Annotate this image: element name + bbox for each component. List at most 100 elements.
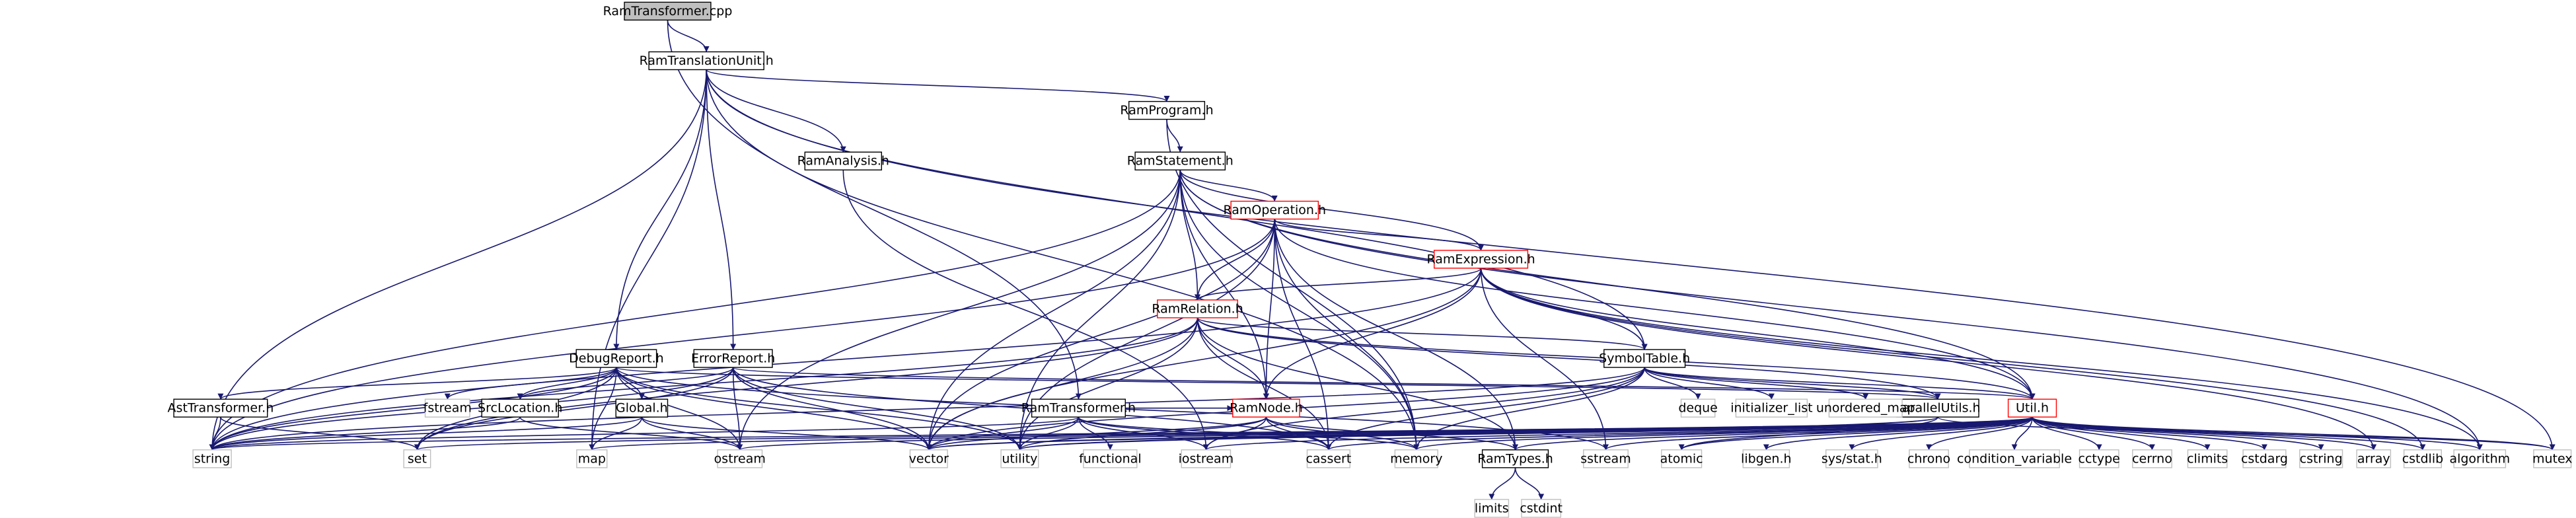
- node-box-RamExpression_h: [1434, 250, 1529, 269]
- node-label-AstTransformer_h: AstTransformer.h: [168, 401, 274, 416]
- node-label-array: array: [2357, 451, 2390, 466]
- node-box-memory: [1394, 449, 1438, 468]
- edge-RamExpression_h-to-RamRelation_h: [1195, 268, 1482, 301]
- node-Global_h[interactable]: Global.h: [615, 398, 669, 418]
- edge-RamAnalysis_h-to-iostream: [842, 170, 1209, 451]
- node-label-Util_h: Util.h: [2016, 401, 2049, 416]
- node-label-map: map: [578, 451, 606, 466]
- node-RamAnalysis_h[interactable]: RamAnalysis.h: [797, 151, 889, 170]
- node-RamProgram_h[interactable]: RamProgram.h: [1120, 100, 1214, 120]
- edge-Util_h-to-cctype: [2032, 417, 2102, 451]
- edge-RamTranslationUnit_h-to-map: [589, 69, 707, 451]
- node-label-deque: deque: [1678, 401, 1718, 416]
- node-box-set: [403, 449, 431, 468]
- node-label-RamTransformer_h: RamTransformer.h: [1021, 401, 1136, 416]
- edge-DebugReport_h-to-ParallelUtils_h: [616, 367, 1940, 400]
- node-box-RamTypes_h: [1481, 449, 1549, 468]
- edge-RamRelation_h-to-string: [209, 317, 1198, 451]
- node-RamTypes_h[interactable]: RamTypes.h: [1477, 449, 1553, 468]
- node-label-Global_h: Global.h: [616, 401, 668, 416]
- node-label-RamRelation_h: RamRelation.h: [1152, 301, 1243, 316]
- edge-Util_h-to-utility: [1017, 416, 2033, 451]
- edge-Util_h-to-RamTypes_h: [1512, 416, 2033, 451]
- node-box-chrono: [1909, 449, 1949, 468]
- node-Util_h[interactable]: Util.h: [2007, 398, 2057, 418]
- node-functional: functional: [1079, 449, 1142, 468]
- edge-RamOperation_h-to-Util_h: [1274, 219, 2036, 400]
- node-RamExpression_h[interactable]: RamExpression.h: [1427, 250, 1535, 269]
- edge-RamOperation_h-to-RamNode_h: [1263, 219, 1276, 400]
- edge-RamRelation_h-to-cassert: [1196, 317, 1332, 451]
- node-cerrno: cerrno: [2132, 449, 2172, 468]
- node-box-cstdlib: [2403, 449, 2442, 468]
- edge-ErrorReport_h-to-string: [209, 367, 734, 451]
- node-RamTransformer_cpp[interactable]: RamTransformer.cpp: [603, 1, 733, 21]
- node-box-Global_h: [615, 398, 669, 418]
- edge-RamTranslationUnit_h-to-RamProgram_h: [706, 69, 1170, 102]
- node-label-fstream: fstream: [423, 401, 472, 416]
- edge-RamStatement_h-to-utility: [1016, 170, 1181, 451]
- node-box-cctype: [2079, 449, 2119, 468]
- node-set: set: [403, 449, 431, 468]
- edge-RamTranslationUnit_h-to-memory: [706, 69, 1420, 451]
- node-RamTranslationUnit_h[interactable]: RamTranslationUnit.h: [640, 51, 774, 71]
- node-box-ostream: [717, 449, 763, 468]
- edge-RamRelation_h-to-vector: [926, 317, 1198, 451]
- edge-layer: [209, 20, 2556, 500]
- node-RamRelation_h[interactable]: RamRelation.h: [1152, 299, 1243, 318]
- node-box-SrcLocation_h: [481, 398, 559, 418]
- node-box-algorithm: [2453, 449, 2507, 468]
- node-box-RamTranslationUnit_h: [648, 51, 764, 71]
- edge-RamStatement_h-to-RamNode_h: [1179, 170, 1269, 400]
- node-box-climits: [2187, 449, 2228, 468]
- node-RamNode_h[interactable]: RamNode.h: [1230, 398, 1303, 418]
- node-label-ostream: ostream: [714, 451, 766, 466]
- node-ParallelUtils_h[interactable]: ParallelUtils.h: [1895, 398, 1981, 418]
- node-SrcLocation_h[interactable]: SrcLocation.h: [478, 398, 562, 418]
- node-box-initializer_list: [1735, 398, 1808, 418]
- node-label-chrono: chrono: [1907, 451, 1950, 466]
- node-label-atomic: atomic: [1660, 451, 1703, 466]
- node-box-RamProgram_h: [1128, 100, 1206, 120]
- node-label-SymbolTable_h: SymbolTable.h: [1599, 352, 1690, 366]
- edge-RamTranslationUnit_h-to-ErrorReport_h: [706, 69, 737, 350]
- node-label-DebugReport_h: DebugReport.h: [569, 352, 664, 366]
- edge-DebugReport_h-to-AstTransformer_h: [217, 367, 617, 400]
- edge-SymbolTable_h-to-Util_h: [1644, 367, 2036, 400]
- node-label-condition_variable: condition_variable: [1957, 451, 2072, 466]
- edge-AstTransformer_h-to-set: [220, 416, 420, 451]
- node-label-RamStatement_h: RamStatement.h: [1127, 154, 1233, 168]
- node-label-mutex: mutex: [2532, 451, 2573, 466]
- edge-Util_h-to-chrono: [1926, 416, 2033, 451]
- edge-Util_h-to-mutex: [2032, 416, 2556, 451]
- node-AstTransformer_h[interactable]: AstTransformer.h: [168, 398, 274, 418]
- node-box-iostream: [1181, 449, 1232, 468]
- node-box-RamOperation_h: [1230, 200, 1319, 220]
- node-box-limits: [1474, 499, 1510, 518]
- node-RamTransformer_h[interactable]: RamTransformer.h: [1021, 398, 1136, 418]
- node-label-RamNode_h: RamNode.h: [1230, 401, 1303, 416]
- edge-Util_h-to-atomic: [1678, 416, 2033, 451]
- edge-DebugReport_h-to-fstream: [444, 367, 617, 400]
- node-DebugReport_h[interactable]: DebugReport.h: [569, 349, 664, 368]
- node-box-ErrorReport_h: [693, 349, 773, 368]
- node-label-climits: climits: [2187, 451, 2228, 466]
- node-label-SrcLocation_h: SrcLocation.h: [478, 401, 562, 416]
- edge-RamTranslationUnit_h-to-RamAnalysis_h: [706, 69, 846, 153]
- node-box-string: [192, 449, 232, 468]
- node-SymbolTable_h[interactable]: SymbolTable.h: [1599, 349, 1690, 368]
- node-box-DebugReport_h: [575, 349, 657, 368]
- node-string: string: [192, 449, 232, 468]
- node-box-fstream: [424, 398, 470, 418]
- node-layer: RamTransformer.cppRamTranslationUnit.hRa…: [168, 1, 2573, 518]
- node-RamOperation_h[interactable]: RamOperation.h: [1223, 200, 1326, 220]
- node-fstream: fstream: [423, 398, 472, 418]
- node-box-ParallelUtils_h: [1896, 398, 1979, 418]
- node-box-RamTransformer_cpp: [624, 1, 712, 21]
- node-ErrorReport_h[interactable]: ErrorReport.h: [691, 349, 775, 368]
- edge-DebugReport_h-to-string: [209, 367, 617, 451]
- node-label-cstdlib: cstdlib: [2402, 451, 2443, 466]
- edge-RamOperation_h-to-vector: [926, 219, 1276, 451]
- node-RamStatement_h[interactable]: RamStatement.h: [1127, 151, 1233, 170]
